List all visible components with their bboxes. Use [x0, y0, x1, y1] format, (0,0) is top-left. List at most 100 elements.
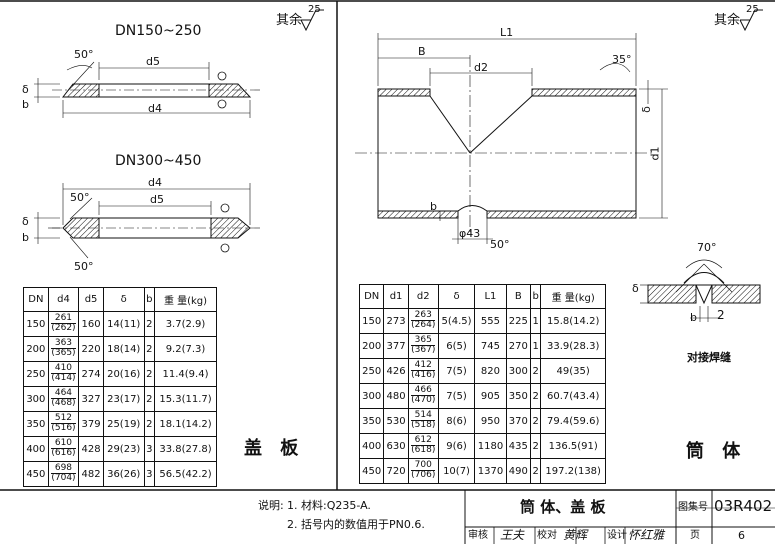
review-label: 审核 — [468, 530, 488, 541]
cover-table-cell: 2 — [143, 336, 156, 362]
cover-table-cell: 56.5(42.2) — [154, 461, 217, 487]
cover-table-cell: 363(365) — [47, 336, 80, 362]
shell-table-cell: 530 — [383, 408, 409, 434]
shell-table-header-5: B — [505, 284, 532, 309]
shell-table-cell: 412(416) — [407, 358, 439, 384]
shell-table-cell: 60.7(43.4) — [540, 383, 606, 409]
shell-table-cell: 905 — [474, 383, 507, 409]
notes-line-2: 2. 括号内的数值用于PN0.6. — [287, 518, 425, 531]
shell-table-cell: 2 — [530, 408, 542, 434]
shell-table-cell: 8(6) — [437, 408, 476, 434]
notes-line-1: 1. 材料:Q235-A. — [287, 499, 371, 512]
shell-table-cell: 200 — [358, 333, 385, 359]
cover-table-cell: 3 — [143, 436, 156, 462]
shell-table-cell: 225 — [505, 308, 532, 334]
check-signature: 黄辉 — [563, 528, 588, 542]
shell-table-cell: 7(5) — [437, 358, 476, 384]
shell-table-cell: 9(6) — [437, 433, 476, 459]
shell-table-cell: 1 — [530, 333, 542, 359]
shell-table-cell: 720 — [383, 458, 409, 484]
cover-table-cell: 2 — [143, 311, 156, 337]
cover-large-d5: d5 — [150, 193, 164, 206]
shell-table-cell: 555 — [474, 308, 507, 334]
cover-table-cell: 450 — [23, 461, 49, 487]
shell-table-cell: 370 — [505, 408, 532, 434]
butt-weld-detail — [640, 259, 761, 322]
cover-table-cell: 2 — [143, 361, 156, 387]
cover-small-b: b — [22, 98, 29, 111]
weld-b: b — [690, 311, 697, 324]
cover-table-cell: 698(704) — [47, 461, 80, 487]
shell-L1: L1 — [500, 26, 514, 39]
weld-caption: 对接焊缝 — [687, 351, 731, 364]
atlas-label: 图集号 — [678, 502, 708, 513]
cover-table-header-1: d4 — [47, 287, 80, 312]
cover-table-cell: 482 — [78, 461, 104, 487]
cover-large-b: b — [22, 231, 29, 244]
shell-table-cell: 450 — [358, 458, 385, 484]
shell-table-header-7: 重 量(kg) — [540, 284, 606, 309]
shell-table-cell: 2 — [530, 383, 542, 409]
shell-table-header-6: b — [530, 284, 542, 309]
cover-table-cell: 18.1(14.2) — [154, 411, 217, 437]
shell-table-cell: 820 — [474, 358, 507, 384]
cover-table-cell: 36(26) — [102, 461, 145, 487]
cover-table-header-0: DN — [23, 287, 49, 312]
shell-table-cell: 950 — [474, 408, 507, 434]
shell-table-cell: 263(264) — [407, 308, 439, 334]
cover-table-cell: 25(19) — [102, 411, 145, 437]
cover-table-cell: 11.4(9.4) — [154, 361, 217, 387]
shell-table-cell: 400 — [358, 433, 385, 459]
shell-part-name: 筒 体 — [686, 441, 747, 462]
weld-angle: 70° — [697, 241, 717, 254]
shell-table-cell: 466(470) — [407, 383, 439, 409]
cover-table-cell: 261(262) — [47, 311, 80, 337]
atlas-number: 03R402 — [714, 497, 773, 515]
cover-part-name: 盖 板 — [244, 438, 305, 459]
roughness-value-right: 25 — [746, 4, 759, 15]
cover-table-cell: 200 — [23, 336, 49, 362]
design-signature: 怀红雅 — [628, 528, 665, 542]
cover-table-header-3: δ — [102, 287, 145, 312]
cover-small-d5: d5 — [146, 55, 160, 68]
cover-table-cell: 3 — [143, 461, 156, 487]
cover-large-delta: δ — [22, 215, 29, 228]
shell-table-cell: 5(4.5) — [437, 308, 476, 334]
page-label: 页 — [690, 530, 700, 541]
cover-table-cell: 23(17) — [102, 386, 145, 412]
roughness-label-right: 其余 — [714, 13, 741, 28]
shell-drawing — [355, 33, 668, 244]
shell-table-cell: 350 — [358, 408, 385, 434]
cover-table-cell: 428 — [78, 436, 104, 462]
cover-table-cell: 464(468) — [47, 386, 80, 412]
cover-table-cell: 274 — [78, 361, 104, 387]
cover-table-cell: 9.2(7.3) — [154, 336, 217, 362]
shell-d1: d1 — [648, 146, 662, 161]
cover-table-cell: 2 — [143, 411, 156, 437]
shell-d2: d2 — [474, 61, 488, 74]
cover-table-cell: 300 — [23, 386, 49, 412]
cover-large-angle-bottom: 50° — [74, 260, 94, 273]
roughness-label-left: 其余 — [276, 13, 303, 28]
cover-plate-large — [34, 183, 262, 259]
cover-table-cell: 160 — [78, 311, 104, 337]
cover-table-cell: 150 — [23, 311, 49, 337]
notes-label: 说明: — [258, 499, 284, 512]
shell-table-cell: 426 — [383, 358, 409, 384]
cover-table-cell: 33.8(27.8) — [154, 436, 217, 462]
cover-table-cell: 327 — [78, 386, 104, 412]
cover-large-angle-top: 50° — [70, 191, 90, 204]
shell-table-cell: 1 — [530, 308, 542, 334]
shell-table-cell: 136.5(91) — [540, 433, 606, 459]
design-label: 设计 — [607, 530, 627, 541]
shell-table-cell: 514(518) — [407, 408, 439, 434]
shell-table-cell: 350 — [505, 383, 532, 409]
